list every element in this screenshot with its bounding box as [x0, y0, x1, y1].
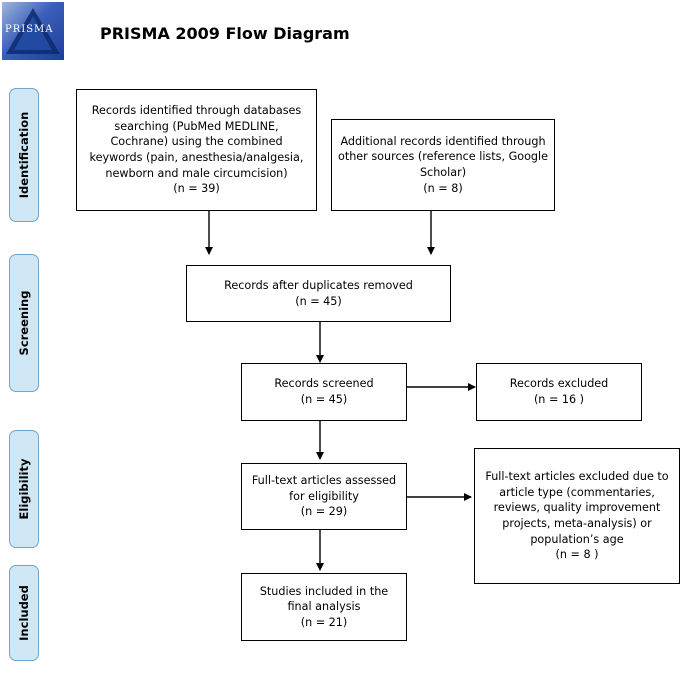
stage-identification: Identification — [9, 88, 39, 222]
box-line: Scholar) — [419, 166, 467, 179]
logo-triangle-icon — [6, 8, 60, 54]
box-line: Records screened — [274, 377, 374, 391]
box-line: Records excluded — [509, 377, 609, 391]
stage-included: Included — [9, 565, 39, 661]
box-line: population’s age — [530, 532, 624, 546]
box-line: Records after duplicates removed — [224, 278, 413, 292]
box-line: article type (commentaries, — [499, 485, 655, 499]
box-records-screened: Records screened (n = 45) — [241, 363, 407, 421]
box-fulltext-assessed: Full-text articles assessed for eligibil… — [241, 463, 407, 530]
box-count: (n = 8 ) — [555, 548, 599, 562]
box-count: (n = 21) — [300, 615, 348, 629]
box-count: (n = 29) — [300, 505, 348, 519]
box-databases-identified: Records identified through databases sea… — [76, 89, 317, 211]
box-line: Additional records identified through — [340, 134, 546, 148]
logo-text: PRISMA — [5, 24, 54, 35]
box-count: (n = 8) — [423, 181, 463, 195]
page-title: PRISMA 2009 Flow Diagram — [100, 24, 350, 43]
box-line: for eligibility — [289, 489, 359, 503]
box-count: (n = 16 ) — [533, 393, 585, 406]
box-line: keywords (pain, anesthesia/analgesia, — [89, 151, 304, 164]
box-count: (n = 39) — [173, 182, 220, 196]
box-other-sources: Additional records identified through ot… — [331, 119, 555, 211]
box-records-excluded: Records excluded (n = 16 ) — [476, 363, 642, 421]
box-count: (n = 45) — [295, 294, 342, 308]
box-line: Full-text articles excluded due to — [485, 470, 669, 484]
box-line: searching (PubMed MEDLINE, — [114, 119, 279, 133]
box-fulltext-excluded: Full-text articles excluded due to artic… — [474, 448, 680, 584]
box-duplicates-removed: Records after duplicates removed (n = 45… — [186, 265, 451, 322]
box-line: other sources (reference lists, Google — [337, 150, 549, 164]
box-line: Records identified through databases — [91, 104, 302, 118]
box-count: (n = 45) — [300, 393, 348, 406]
stage-eligibility: Eligibility — [9, 430, 39, 548]
box-line: Cochrane) using the combined — [110, 135, 283, 149]
prisma-logo: PRISMA — [2, 2, 64, 60]
box-line: newborn and male circumcision) — [105, 166, 288, 180]
box-line: Full-text articles assessed — [251, 474, 397, 488]
box-line: projects, meta-analysis) or — [502, 517, 652, 530]
box-line: Studies included in the — [259, 584, 389, 598]
box-line: final analysis — [287, 600, 361, 614]
stage-screening: Screening — [9, 254, 39, 392]
box-line: reviews, quality improvement — [493, 501, 661, 515]
box-studies-included: Studies included in the final analysis (… — [241, 573, 407, 641]
